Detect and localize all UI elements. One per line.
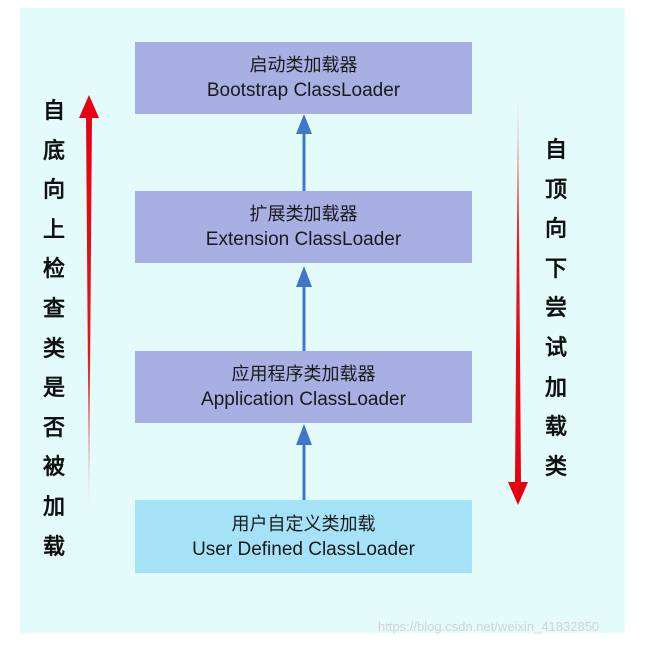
bootstrap-classloader-box: 启动类加载器 Bootstrap ClassLoader — [135, 42, 472, 114]
right-label-char: 类 — [544, 453, 567, 480]
bottom-up-arrow — [79, 95, 99, 509]
right-label-char: 向 — [544, 216, 567, 243]
connector-arrow-2 — [296, 266, 312, 351]
right-label-char: 顶 — [544, 176, 567, 203]
left-label-char: 检 — [42, 256, 65, 283]
left-label-char: 向 — [42, 177, 65, 204]
loader-name-cn: 应用程序类加载器 — [231, 364, 376, 385]
right-label-char: 加 — [544, 374, 567, 401]
connector-arrow-1 — [296, 114, 312, 191]
right-label-char: 下 — [544, 255, 567, 282]
right-label-char: 自 — [544, 137, 567, 163]
application-classloader-box: 应用程序类加载器 Application ClassLoader — [135, 351, 472, 423]
loader-name-en: Extension ClassLoader — [205, 229, 402, 250]
left-label-char: 类 — [42, 335, 65, 362]
loader-name-en: Application ClassLoader — [201, 389, 406, 410]
loader-name-cn: 扩展类加载器 — [249, 204, 358, 225]
connector-arrow-3 — [296, 424, 312, 500]
left-label-char: 载 — [42, 533, 65, 560]
left-label-char: 是 — [42, 375, 65, 402]
left-label-char: 底 — [42, 137, 65, 164]
watermark: https://blog.csdn.net/weixin_41832850 — [378, 619, 600, 634]
left-label-char: 上 — [42, 216, 65, 243]
left-label-char: 查 — [42, 295, 65, 322]
right-label-char: 尝 — [544, 295, 567, 322]
left-label-char: 加 — [42, 493, 65, 520]
right-vertical-label: 自 顶 向 下 尝 试 加 载 类 — [536, 131, 576, 487]
left-label-char: 否 — [42, 414, 65, 441]
top-down-arrow — [508, 95, 528, 505]
left-label-char: 自 — [42, 98, 65, 124]
right-label-char: 载 — [544, 414, 567, 441]
loader-name-cn: 用户自定义类加载 — [231, 513, 376, 535]
extension-classloader-box: 扩展类加载器 Extension ClassLoader — [135, 191, 472, 263]
user-defined-classloader-box: 用户自定义类加载 User Defined ClassLoader — [135, 500, 472, 573]
loader-name-en: Bootstrap ClassLoader — [206, 80, 401, 101]
loader-name-en: User Defined ClassLoader — [192, 538, 415, 560]
left-label-char: 被 — [42, 454, 65, 481]
right-label-char: 试 — [544, 334, 567, 361]
loader-name-cn: 启动类加载器 — [249, 55, 358, 76]
left-vertical-label: 自 底 向 上 检 查 类 是 否 被 加 载 — [34, 92, 74, 567]
